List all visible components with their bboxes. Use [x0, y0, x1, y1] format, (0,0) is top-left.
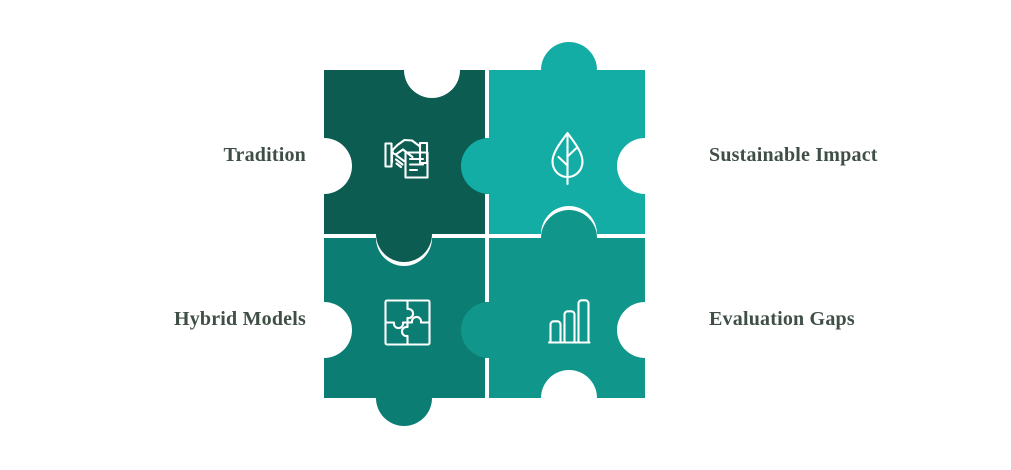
label-sustainable-impact: Sustainable Impact [709, 144, 878, 166]
label-hybrid-models: Hybrid Models [173, 308, 306, 330]
puzzle-piece-bottom-right[interactable] [461, 210, 645, 398]
puzzle-piece-top-left[interactable] [324, 70, 513, 262]
handshake-contract-icon [384, 138, 429, 179]
leaf-icon [551, 131, 584, 186]
label-tradition: Tradition [223, 144, 306, 166]
puzzle-piece-bottom-left[interactable] [324, 238, 513, 426]
puzzle-piece-top-right[interactable] [461, 42, 645, 234]
bar-chart-icon [547, 299, 591, 344]
label-evaluation-gaps: Evaluation Gaps [709, 308, 855, 330]
puzzle-grid-icon [384, 299, 431, 346]
